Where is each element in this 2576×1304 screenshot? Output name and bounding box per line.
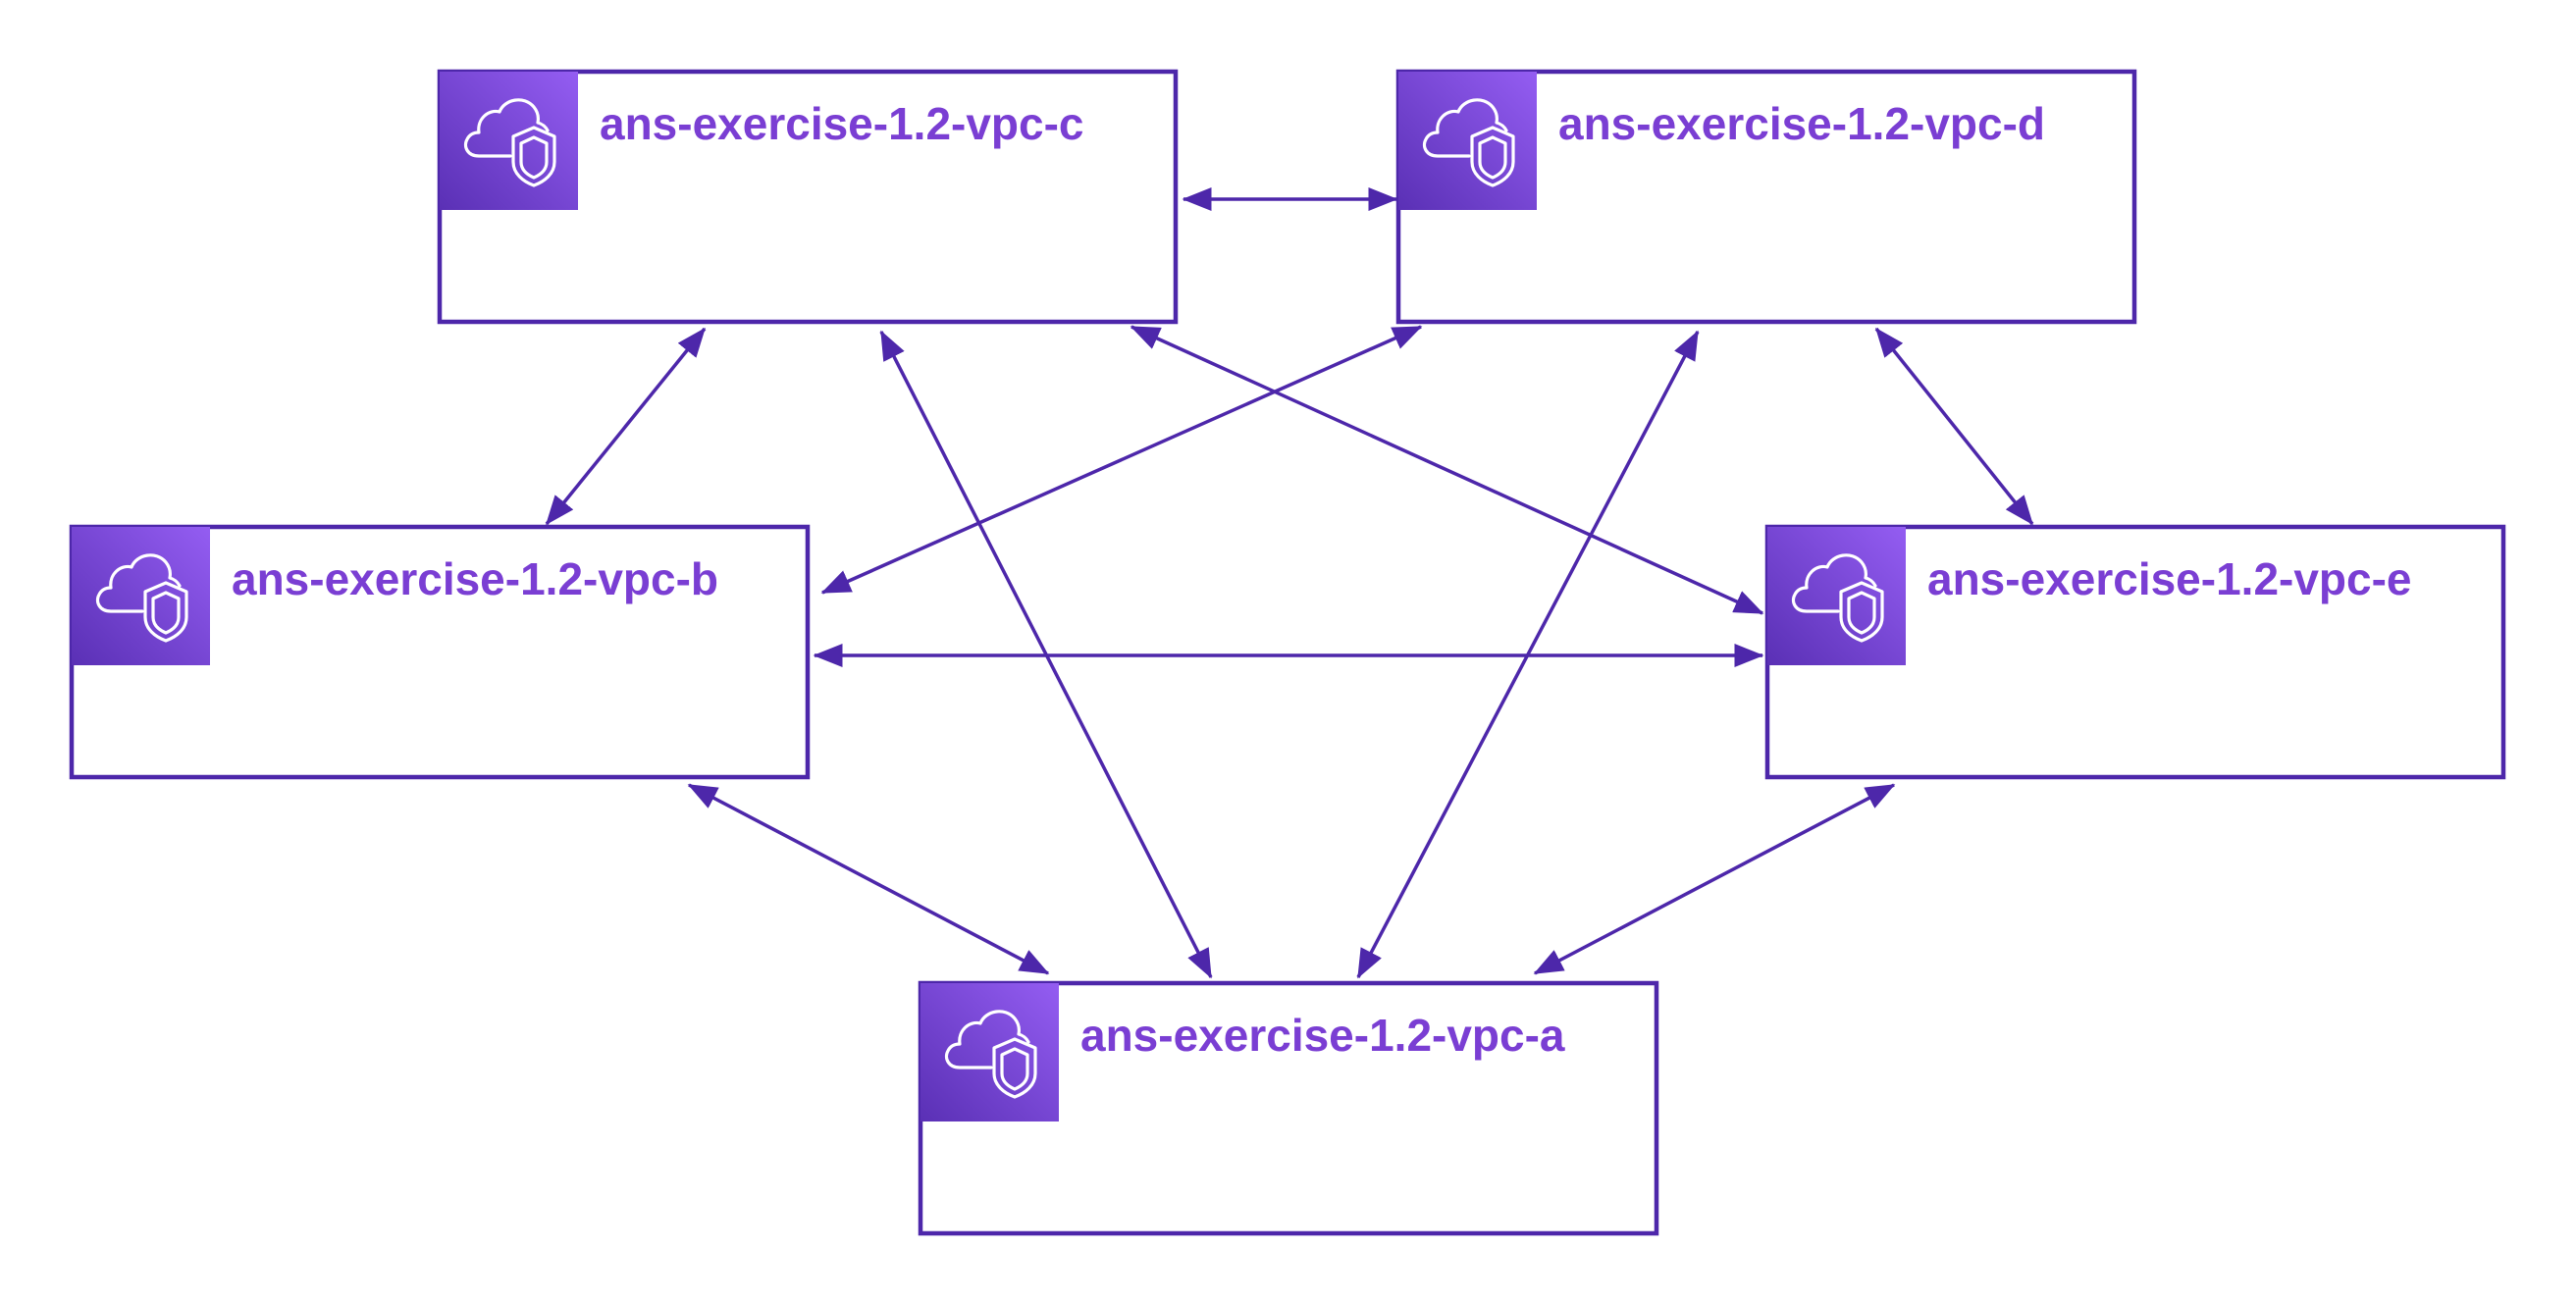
vpc-node-c[interactable]: ans-exercise-1.2-vpc-c bbox=[437, 69, 1179, 325]
vpc-nodes: ans-exercise-1.2-vpc-c ans-exercise-1.2-v… bbox=[69, 69, 2506, 1236]
vpc-label: ans-exercise-1.2-vpc-d bbox=[1558, 98, 2045, 149]
vpc-cloud-shield-icon bbox=[1767, 527, 1906, 665]
vpc-node-d[interactable]: ans-exercise-1.2-vpc-d bbox=[1395, 69, 2137, 325]
connection-e-a bbox=[1533, 783, 1896, 975]
connection-c-e bbox=[1130, 325, 1764, 615]
connection-d-b bbox=[820, 325, 1423, 595]
vpc-node-a[interactable]: ans-exercise-1.2-vpc-a bbox=[918, 980, 1659, 1236]
connection-d-e bbox=[1874, 327, 2034, 526]
vpc-label: ans-exercise-1.2-vpc-c bbox=[600, 98, 1084, 149]
vpc-label: ans-exercise-1.2-vpc-b bbox=[232, 553, 718, 604]
vpc-cloud-shield-icon bbox=[72, 527, 210, 665]
vpc-cloud-shield-icon bbox=[440, 72, 578, 210]
vpc-cloud-shield-icon bbox=[920, 983, 1059, 1121]
vpc-node-e[interactable]: ans-exercise-1.2-vpc-e bbox=[1764, 524, 2506, 780]
vpc-label: ans-exercise-1.2-vpc-e bbox=[1927, 553, 2412, 604]
connection-c-b bbox=[545, 327, 707, 526]
peering-connections bbox=[545, 187, 2034, 979]
vpc-node-b[interactable]: ans-exercise-1.2-vpc-b bbox=[69, 524, 811, 780]
vpc-cloud-shield-icon bbox=[1398, 72, 1537, 210]
connection-b-a bbox=[687, 783, 1050, 975]
vpc-label: ans-exercise-1.2-vpc-a bbox=[1080, 1010, 1565, 1061]
